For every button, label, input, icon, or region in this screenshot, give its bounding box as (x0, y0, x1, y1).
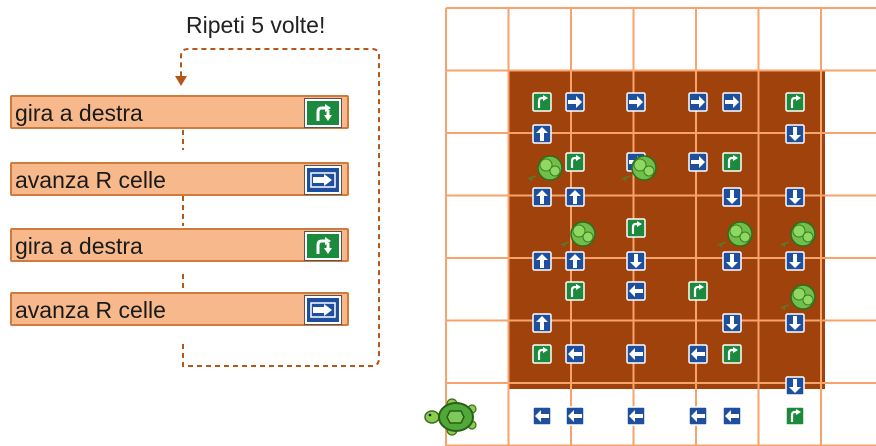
turn-right-icon (305, 232, 341, 260)
up-arrow-icon (532, 313, 552, 333)
down-arrow-icon (722, 187, 742, 207)
board-field (509, 71, 825, 389)
turn-right-arrow-icon (785, 92, 805, 112)
block-turn-right-2[interactable]: gira a destra (10, 228, 349, 262)
left-arrow-icon (722, 406, 742, 426)
left-arrow-icon (688, 344, 708, 364)
up-arrow-icon (532, 124, 552, 144)
forward-arrow-icon (305, 296, 341, 324)
down-arrow-icon (785, 376, 805, 396)
down-arrow-icon (626, 251, 646, 271)
lettuce-icon (717, 221, 753, 248)
right-arrow-icon (722, 92, 742, 112)
left-arrow-icon (626, 281, 646, 301)
lettuce-icon (780, 221, 816, 248)
lettuce-icon (621, 155, 657, 182)
down-arrow-icon (722, 313, 742, 333)
lettuce-icon (527, 155, 563, 182)
right-arrow-icon (626, 92, 646, 112)
block-label: avanza R celle (15, 167, 166, 193)
loop-title: Ripeti 5 volte! (186, 12, 326, 38)
turn-right-arrow-icon (626, 218, 646, 238)
turn-right-arrow-icon (785, 406, 805, 426)
left-arrow-icon (565, 406, 585, 426)
block-label: gira a destra (15, 233, 143, 259)
up-arrow-icon (565, 251, 585, 271)
turn-right-arrow-icon (722, 344, 742, 364)
down-arrow-icon (785, 313, 805, 333)
down-arrow-icon (785, 187, 805, 207)
down-arrow-icon (785, 124, 805, 144)
right-arrow-icon (688, 152, 708, 172)
turn-right-arrow-icon (688, 281, 708, 301)
right-arrow-icon (688, 92, 708, 112)
left-arrow-icon (688, 406, 708, 426)
left-arrow-icon (565, 344, 585, 364)
forward-arrow-icon (305, 166, 341, 194)
up-arrow-icon (532, 187, 552, 207)
block-turn-right-1[interactable]: gira a destra (10, 95, 349, 129)
left-arrow-icon (626, 344, 646, 364)
block-forward-2[interactable]: avanza R celle (10, 292, 349, 326)
up-arrow-icon (532, 251, 552, 271)
lettuce-icon (560, 221, 596, 248)
up-arrow-icon (565, 187, 585, 207)
block-forward-1[interactable]: avanza R celle (10, 162, 349, 196)
left-arrow-icon (532, 406, 552, 426)
block-label: gira a destra (15, 100, 143, 126)
lettuce-icon (780, 284, 816, 311)
left-arrow-icon (626, 406, 646, 426)
turn-right-arrow-icon (722, 152, 742, 172)
down-arrow-icon (722, 251, 742, 271)
turn-right-arrow-icon (565, 281, 585, 301)
repeat-loop-bracket (175, 48, 380, 367)
turn-right-arrow-icon (532, 92, 552, 112)
turn-right-icon (305, 99, 341, 127)
turn-right-arrow-icon (532, 344, 552, 364)
turtle-icon (424, 398, 477, 436)
down-arrow-icon (785, 251, 805, 271)
turn-right-arrow-icon (565, 152, 585, 172)
right-arrow-icon (565, 92, 585, 112)
block-label: avanza R celle (15, 297, 166, 323)
